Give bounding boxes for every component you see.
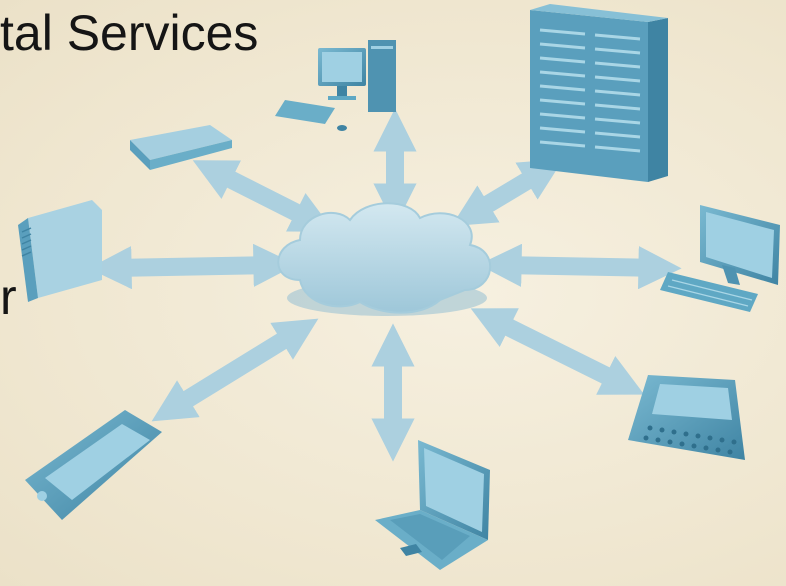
laptop-icon bbox=[375, 440, 490, 570]
arrow-smartphone bbox=[470, 308, 645, 395]
storage-drive-icon bbox=[18, 200, 102, 302]
monitor-keyboard-icon bbox=[660, 205, 780, 312]
slide-text-fragment: r bbox=[0, 269, 17, 325]
router-icon bbox=[130, 125, 232, 170]
cloud-icon bbox=[277, 202, 492, 316]
touch-phone-icon bbox=[25, 410, 162, 520]
arrow-nas bbox=[88, 243, 297, 290]
arrow-router bbox=[192, 160, 335, 232]
connection-arrows bbox=[88, 108, 682, 462]
server-rack-icon bbox=[530, 4, 668, 182]
smartphone-keyboard-icon bbox=[628, 375, 745, 460]
slide-title: tal Services bbox=[0, 5, 259, 61]
desktop-computer-icon bbox=[275, 40, 396, 131]
arrow-touch-phone bbox=[151, 318, 319, 422]
arrow-server bbox=[451, 158, 564, 227]
arrow-monitor bbox=[478, 243, 682, 290]
